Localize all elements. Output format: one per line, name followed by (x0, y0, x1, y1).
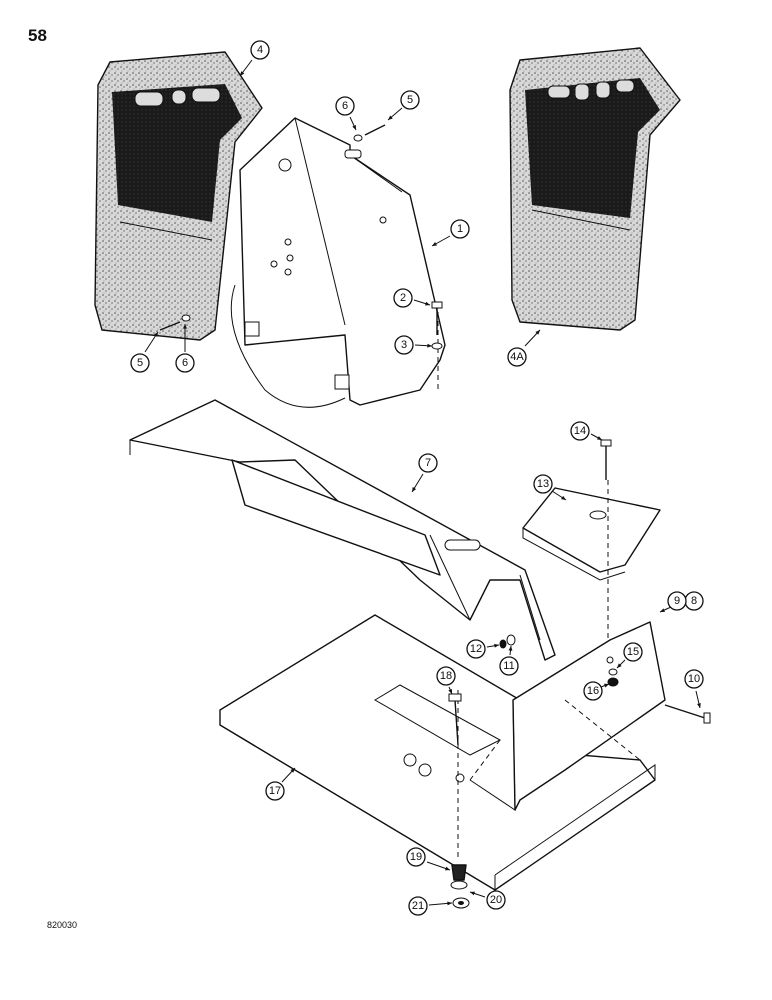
leader-arrowhead (412, 487, 417, 492)
callout-1: 1 (450, 219, 470, 239)
callout-19: 19 (406, 847, 426, 867)
callout-label: 18 (440, 670, 452, 682)
callout-2: 2 (393, 288, 413, 308)
leader-arrowhead (535, 330, 540, 335)
leader-arrowhead (388, 115, 393, 120)
callout-label: 16 (587, 685, 599, 697)
callout-label: 5 (137, 357, 143, 369)
console-cover-right (509, 47, 681, 331)
leader-arrowhead (508, 646, 513, 651)
nut-16 (607, 677, 619, 687)
callout-17: 17 (265, 781, 285, 801)
callout-18: 18 (436, 666, 456, 686)
callout-20: 20 (486, 890, 506, 910)
leader-arrowhead (425, 301, 430, 306)
bolt-14 (600, 439, 612, 480)
leader-arrowhead (445, 866, 450, 871)
leader-arrowhead (470, 891, 475, 896)
leader-arrowhead (290, 768, 295, 773)
base-plate (219, 614, 656, 891)
leader-arrowhead (352, 125, 356, 130)
callout-label: 17 (269, 785, 281, 797)
callout-label: 15 (627, 646, 639, 658)
side-bracket (469, 621, 666, 811)
callout-5: 5 (130, 353, 150, 373)
callout-label: 21 (412, 900, 424, 912)
leader-arrowhead (494, 643, 499, 648)
callout-label: 1 (457, 223, 463, 235)
callout-4A: 4A (507, 347, 527, 367)
callout-label: 2 (400, 292, 406, 304)
washer-11 (506, 634, 516, 646)
callout-16: 16 (583, 681, 603, 701)
callout-label: 11 (503, 660, 514, 672)
leader-arrowhead (448, 689, 452, 694)
callout-12: 12 (466, 639, 486, 659)
callout-label: 20 (490, 894, 502, 906)
callout-label: 12 (470, 643, 482, 655)
callout-8: 8 (684, 591, 704, 611)
page-number: 58 (28, 26, 47, 45)
callout-5: 5 (400, 90, 420, 110)
callout-label: 6 (342, 100, 348, 112)
bolt-2 (431, 301, 443, 335)
callout-21: 21 (408, 896, 428, 916)
callout-label: 4A (510, 351, 524, 363)
console-cover-left (94, 51, 263, 341)
washer-3 (431, 342, 443, 350)
callout-6: 6 (335, 96, 355, 116)
leader-arrowhead (697, 703, 701, 708)
leader-arrowhead (604, 683, 609, 688)
callout-7: 7 (418, 453, 438, 473)
callout-14: 14 (570, 421, 590, 441)
callout-label: 5 (407, 94, 413, 106)
callout-label: 14 (574, 425, 586, 437)
mounting-pad (522, 480, 661, 640)
callout-6: 6 (175, 353, 195, 373)
callout-label: 10 (688, 673, 700, 685)
callout-label: 3 (401, 339, 407, 351)
callout-9: 9 (667, 591, 687, 611)
nut-15 (608, 668, 618, 676)
callout-label: 19 (410, 851, 422, 863)
callout-11: 11 (499, 656, 519, 676)
leader-arrowhead (447, 901, 452, 906)
washer-12 (499, 639, 507, 649)
bolt-10 (664, 704, 711, 724)
callout-label: 4 (257, 44, 263, 56)
screw-lower (159, 314, 191, 331)
leader-arrowhead (183, 324, 187, 329)
callout-4: 4 (250, 40, 270, 60)
isolator-mount (450, 864, 470, 909)
screw-upper (353, 124, 386, 142)
drawing-code: 820030 (47, 920, 78, 930)
leader-arrowhead (432, 242, 437, 246)
leader-arrowhead (597, 436, 602, 440)
callout-label: 9 (674, 595, 680, 607)
callout-label: 8 (691, 595, 697, 607)
bolt-18 (448, 693, 462, 746)
callout-label: 7 (425, 457, 431, 469)
callout-label: 13 (537, 478, 549, 490)
support-bracket (230, 117, 446, 408)
callout-13: 13 (533, 474, 553, 494)
leader-arrowhead (153, 332, 158, 337)
leader-arrowhead (427, 343, 432, 348)
callout-3: 3 (394, 335, 414, 355)
callout-15: 15 (623, 642, 643, 662)
leader-arrowhead (240, 71, 245, 76)
callout-label: 6 (182, 357, 188, 369)
callout-10: 10 (684, 669, 704, 689)
leader-arrowhead (660, 608, 665, 612)
leader-arrowhead (561, 495, 566, 500)
channel-bracket (129, 399, 556, 661)
leader-arrowhead (617, 663, 622, 668)
